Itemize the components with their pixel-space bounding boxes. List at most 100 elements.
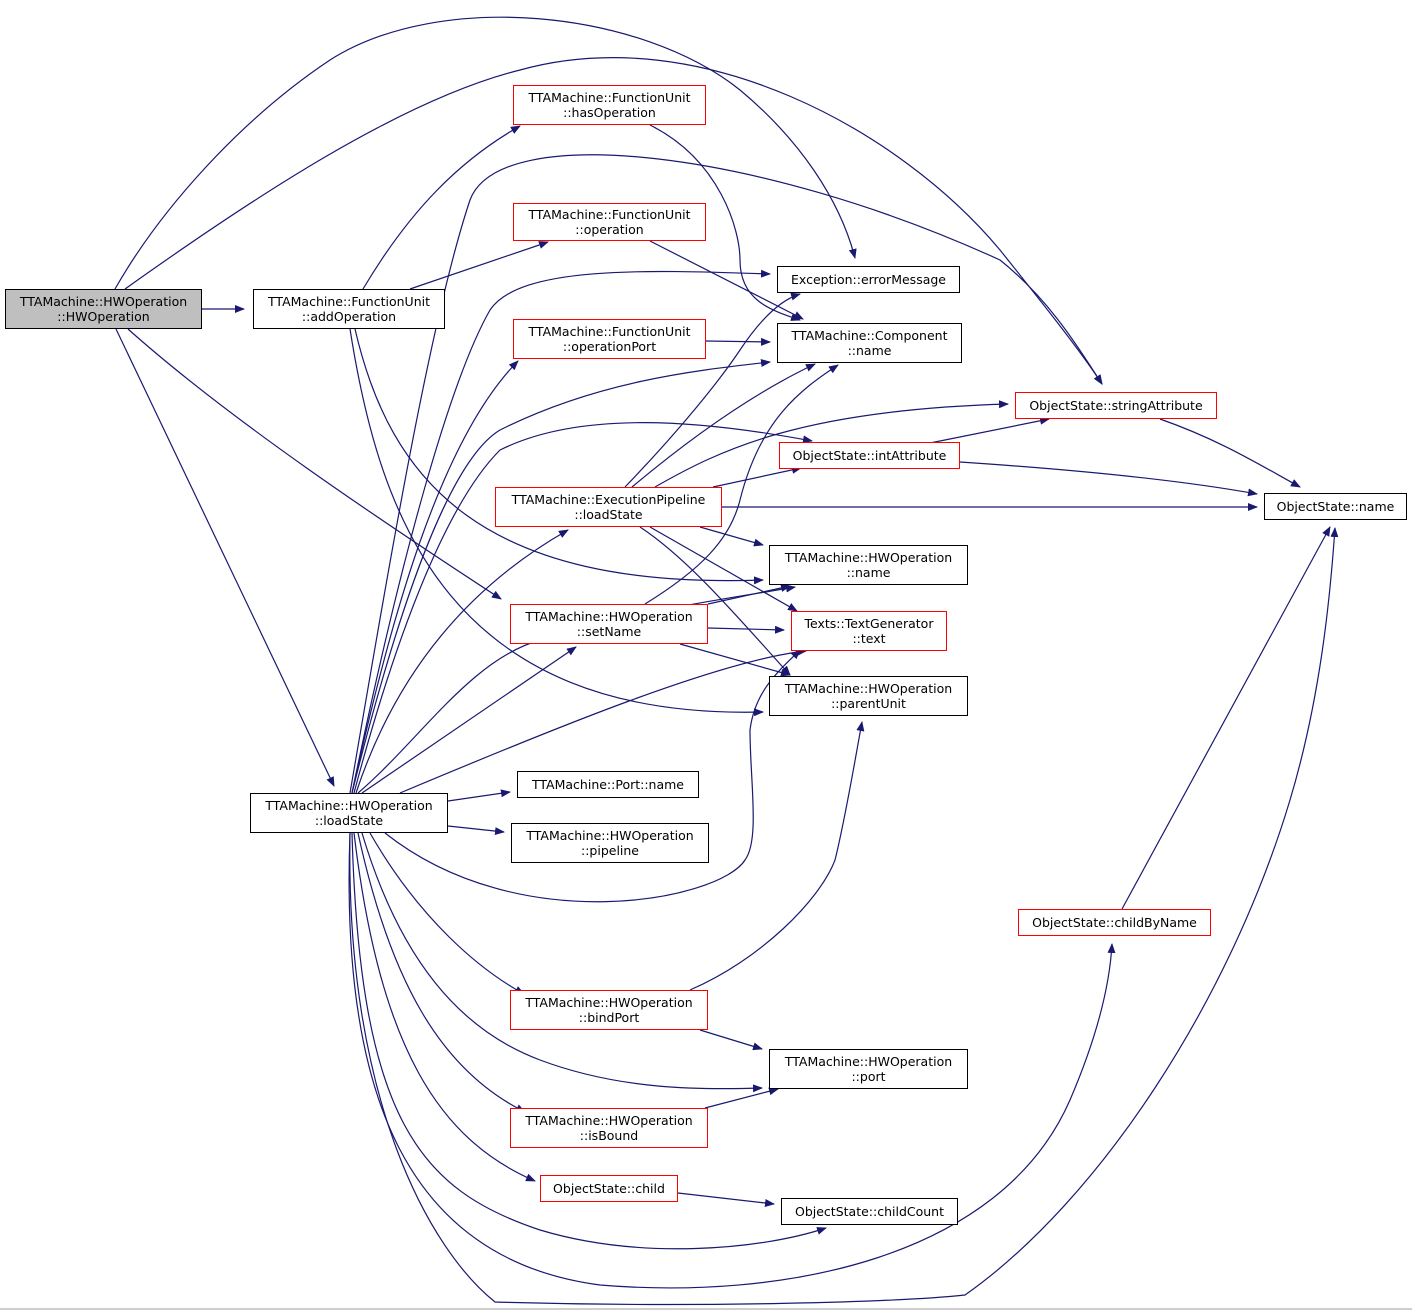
edge-hwop-setname-to-comp-name: [644, 364, 839, 605]
edge-hwop-bindport-to-hwop-port: [699, 1029, 763, 1051]
edge-hwop-loadstate-to-os-child: [353, 832, 536, 1182]
node-label-line: TTAMachine::HWOperation: [784, 550, 953, 565]
node-functionunit-hasoperation[interactable]: TTAMachine::FunctionUnit::hasOperation: [513, 85, 706, 125]
node-label-line: TTAMachine::HWOperation: [525, 609, 693, 624]
node-label-line: TTAMachine::ExecutionPipeline: [511, 492, 706, 507]
edge-fu-hasop-to-comp-name: [649, 124, 801, 321]
edge-hwop-ctor-to-hwop-setname: [127, 328, 502, 600]
edge-hwop-setname-to-tg-text: [707, 625, 785, 634]
node-hwoperation-bindport[interactable]: TTAMachine::HWOperation::bindPort: [510, 990, 708, 1030]
node-label-line: ::name: [847, 343, 892, 358]
node-label-line: ::isBound: [579, 1128, 639, 1143]
node-label-line: ::text: [852, 631, 886, 646]
edge-fu-opport-to-comp-name: [705, 337, 771, 346]
node-textgenerator-text[interactable]: Texts::TextGenerator::text: [791, 611, 947, 651]
node-label-line: ::parentUnit: [831, 696, 906, 711]
node-objectstate-childbyname[interactable]: ObjectState::childByName: [1018, 909, 1211, 936]
edge-ep-loadstate-to-os-strattr: [654, 400, 1009, 488]
node-label-line: TTAMachine::Component: [791, 328, 948, 343]
edge-os-intattr-to-os-name: [959, 461, 1258, 497]
node-label-line: TTAMachine::Port::name: [531, 777, 685, 792]
edge-hwop-loadstate-to-hwop-parent: [384, 649, 801, 903]
edge-hwop-isbound-to-hwop-port: [704, 1087, 779, 1109]
node-hwoperation-constructor[interactable]: TTAMachine::HWOperation::HWOperation: [5, 289, 202, 329]
edge-hwop-loadstate-to-hwop-setname: [361, 646, 577, 794]
node-component-name[interactable]: TTAMachine::Component::name: [777, 323, 962, 363]
edge-hwop-loadstate-to-exc-errmsg: [351, 269, 771, 794]
node-functionunit-operation[interactable]: TTAMachine::FunctionUnit::operation: [513, 203, 706, 241]
edge-layer: [114, 16, 1339, 1306]
edge-ep-loadstate-to-hwop-name: [699, 526, 764, 547]
edge-hwop-loadstate-to-os-intattr: [353, 422, 813, 794]
node-hwoperation-name[interactable]: TTAMachine::HWOperation::name: [769, 545, 968, 585]
node-label-line: ::pipeline: [580, 843, 639, 858]
node-objectstate-intattribute[interactable]: ObjectState::intAttribute: [779, 442, 960, 469]
edge-hwop-loadstate-to-os-strattr: [349, 154, 1103, 794]
bottom-divider: [0, 1308, 1412, 1310]
node-label-line: ObjectState::name: [1276, 499, 1395, 514]
node-label-line: Exception::errorMessage: [791, 272, 946, 287]
node-label-line: ::operation: [575, 222, 644, 237]
edge-hwop-loadstate-to-hwop-port: [361, 832, 763, 1093]
edge-hwop-loadstate-to-ep-loadstate: [355, 529, 569, 794]
node-label-line: TTAMachine::HWOperation: [526, 828, 694, 843]
node-hwoperation-port[interactable]: TTAMachine::HWOperation::port: [769, 1049, 968, 1089]
node-label-line: ObjectState::intAttribute: [792, 448, 947, 463]
node-functionunit-operationport[interactable]: TTAMachine::FunctionUnit::operationPort: [513, 319, 706, 359]
node-label-line: ObjectState::stringAttribute: [1029, 398, 1203, 413]
edge-fu-addop-to-hwop-name: [354, 328, 764, 585]
node-label-line: TTAMachine::HWOperation: [525, 995, 693, 1010]
node-label-line: TTAMachine::FunctionUnit: [268, 294, 430, 309]
node-label-line: ::loadState: [574, 507, 643, 522]
edge-os-child-to-os-childcount: [677, 1192, 775, 1207]
edge-hwop-setname-to-hwop-parent: [679, 643, 791, 677]
edge-hwop-ctor-to-hwop-loadstate: [115, 328, 335, 787]
node-label-line: TTAMachine::HWOperation: [784, 1054, 953, 1069]
node-hwoperation-loadstate[interactable]: TTAMachine::HWOperation::loadState: [250, 793, 448, 833]
edge-hwop-loadstate-to-os-childbyname: [348, 832, 1116, 1289]
node-objectstate-child[interactable]: ObjectState::child: [540, 1175, 678, 1202]
edge-hwop-loadstate-to-comp-name: [351, 359, 771, 794]
node-hwoperation-parentunit[interactable]: TTAMachine::HWOperation::parentUnit: [769, 676, 968, 716]
edge-hwop-loadstate-to-os-name: [349, 527, 1339, 1306]
edge-os-intattr-to-os-strattr: [929, 416, 1050, 444]
node-hwoperation-setname[interactable]: TTAMachine::HWOperation::setName: [510, 604, 708, 644]
edge-hwop-loadstate-to-os-childcount: [351, 832, 827, 1250]
node-label-line: ::loadState: [314, 813, 384, 828]
edge-hwop-loadstate-to-hwop-pipeline: [447, 825, 505, 836]
node-label-line: TTAMachine::FunctionUnit: [528, 324, 691, 339]
node-label-line: ::port: [851, 1069, 886, 1084]
node-port-name[interactable]: TTAMachine::Port::name: [517, 771, 699, 798]
node-hwoperation-isbound[interactable]: TTAMachine::HWOperation::isBound: [510, 1108, 708, 1148]
node-functionunit-addoperation[interactable]: TTAMachine::FunctionUnit::addOperation: [253, 289, 445, 329]
node-objectstate-stringattribute[interactable]: ObjectState::stringAttribute: [1015, 392, 1217, 419]
edge-hwop-bindport-to-hwop-parent: [689, 721, 865, 991]
node-label-line: ::operationPort: [562, 339, 657, 354]
node-hwoperation-pipeline[interactable]: TTAMachine::HWOperation::pipeline: [511, 823, 709, 863]
edge-fu-addop-to-fu-hasop: [362, 125, 521, 290]
edge-hwop-loadstate-to-hwop-bindport: [369, 832, 525, 995]
edge-ep-loadstate-to-os-intattr: [712, 465, 802, 488]
node-label-line: TTAMachine::HWOperation: [784, 681, 953, 696]
node-label-line: ::setName: [576, 624, 642, 639]
node-executionpipeline-loadstate[interactable]: TTAMachine::ExecutionPipeline::loadState: [495, 487, 722, 527]
node-objectstate-name[interactable]: ObjectState::name: [1264, 493, 1407, 520]
node-label-line: ObjectState::child: [553, 1181, 665, 1196]
edge-ep-loadstate-to-hwop-parent: [639, 526, 791, 676]
node-label-line: ::addOperation: [301, 309, 397, 324]
edge-ep-loadstate-to-exc-errmsg: [624, 292, 801, 488]
node-label-line: Texts::TextGenerator: [804, 616, 934, 631]
edge-hwop-loadstate-to-port-name: [447, 789, 511, 802]
node-objectstate-childcount[interactable]: ObjectState::childCount: [781, 1198, 958, 1225]
edge-hwop-loadstate-to-hwop-isbound: [357, 832, 526, 1113]
node-label-line: ObjectState::childByName: [1032, 915, 1197, 930]
edge-os-childbyname-to-os-name: [1121, 526, 1331, 910]
node-label-line: TTAMachine::HWOperation: [265, 798, 433, 813]
node-label-line: ::name: [846, 565, 891, 580]
edge-hwop-loadstate-to-tg-text: [399, 647, 807, 794]
node-label-line: TTAMachine::FunctionUnit: [528, 207, 691, 222]
edge-ep-loadstate-to-comp-name: [631, 363, 816, 488]
edge-os-strattr-to-os-name: [1159, 418, 1301, 488]
node-exception-errormessage[interactable]: Exception::errorMessage: [777, 266, 960, 293]
